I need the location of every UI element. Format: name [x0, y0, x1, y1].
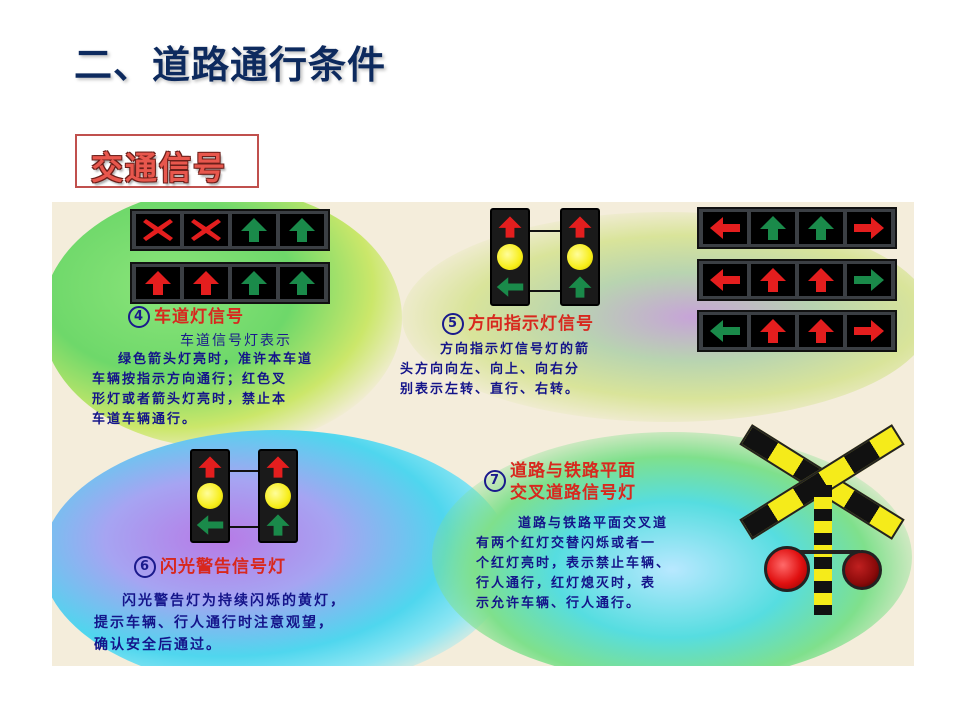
red-left-arrow-icon: [703, 212, 747, 244]
lane-number-badge: 4: [128, 306, 150, 328]
rail-body-line-5: 示允许车辆、行人通行。: [476, 596, 642, 611]
rail-body-text: 道路与铁路平面交叉道 有两个红灯交替闪烁或者一 个红灯亮时，表示禁止车辆、 行人…: [476, 514, 756, 614]
lane-body-line-3: 形灯或者箭头灯亮时，禁止本: [92, 392, 288, 407]
lane-heading-text: 车道灯信号: [154, 307, 244, 327]
rail-body-line-3: 个红灯亮时，表示禁止车辆、: [476, 556, 672, 571]
red-right-arrow-icon: [847, 315, 891, 347]
yellow-light-icon: [262, 482, 294, 509]
connector: [230, 470, 258, 472]
direction-body-line-3: 别表示左转、直行、右转。: [400, 382, 581, 397]
lane-signal-bar-1: [130, 209, 330, 251]
rail-body-line-2: 有两个红灯交替闪烁或者一: [476, 536, 657, 551]
green-up-arrow-icon: [564, 274, 596, 300]
green-left-arrow-icon: [703, 315, 747, 347]
green-up-arrow-icon: [280, 267, 324, 299]
direction-signal-bar-3: [697, 310, 897, 352]
lane-signal-bar-2: [130, 262, 330, 304]
green-up-arrow-icon: [751, 212, 795, 244]
direction-signal-bar-1: [697, 207, 897, 249]
rail-number-badge: 7: [484, 470, 506, 492]
red-up-arrow-icon: [751, 264, 795, 296]
red-cross-icon: [184, 214, 228, 246]
lane-body-line-2: 车辆按指示方向通行；红色叉: [92, 372, 288, 387]
red-cross-icon: [136, 214, 180, 246]
yellow-light-icon: [194, 482, 226, 509]
flash-body-line-3: 确认安全后通过。: [94, 637, 222, 653]
green-left-arrow-icon: [194, 512, 226, 538]
red-crossing-lamp-left: [764, 546, 810, 592]
direction-body-text: 方向指示灯信号灯的箭 头方向向左、向上、向右分 别表示左转、直行、右转。: [400, 340, 690, 400]
connector: [530, 230, 560, 232]
section-badge-label: 交通信号: [91, 149, 228, 187]
direction-number-badge: 5: [442, 313, 464, 335]
red-up-arrow-icon: [799, 315, 843, 347]
green-up-arrow-icon: [262, 512, 294, 538]
red-up-arrow-icon: [799, 264, 843, 296]
flash-number-badge: 6: [134, 556, 156, 578]
direction-heading-text: 方向指示灯信号: [468, 314, 594, 334]
lane-subtitle: 车道信号灯表示: [180, 333, 292, 349]
rail-body-line-1: 道路与铁路平面交叉道: [518, 516, 669, 531]
red-up-arrow-icon: [262, 454, 294, 480]
yellow-light-icon: [494, 244, 526, 270]
lane-body-line-4: 车道车辆通行。: [92, 412, 198, 427]
green-left-arrow-icon: [494, 274, 526, 300]
green-up-arrow-icon: [280, 214, 324, 246]
flash-body-line-2: 提示车辆、行人通行时注意观望，: [94, 615, 334, 631]
red-up-arrow-icon: [751, 315, 795, 347]
red-up-arrow-icon: [564, 214, 596, 240]
page-title: 二、道路通行条件: [74, 43, 387, 87]
direction-signal-bar-2: [697, 259, 897, 301]
flash-heading-text: 闪光警告信号灯: [160, 557, 286, 577]
direction-signal-right: [560, 208, 600, 306]
section-badge: 交通信号: [75, 134, 259, 188]
green-up-arrow-icon: [232, 267, 276, 299]
rail-body-line-4: 行人通行，红灯熄灭时，表: [476, 576, 657, 591]
connector: [230, 526, 258, 528]
direction-body-line-2: 头方向向左、向上、向右分: [400, 362, 581, 377]
green-up-arrow-icon: [799, 212, 843, 244]
direction-signal-left: [490, 208, 530, 306]
red-right-arrow-icon: [847, 212, 891, 244]
red-left-arrow-icon: [703, 264, 747, 296]
connector: [530, 290, 560, 292]
flash-signal-left: [190, 449, 230, 543]
red-up-arrow-icon: [194, 454, 226, 480]
green-right-arrow-icon: [847, 264, 891, 296]
lamp-bracket: [790, 550, 860, 554]
flash-signal-right: [258, 449, 298, 543]
red-up-arrow-icon: [184, 267, 228, 299]
rail-heading-line-1: 道路与铁路平面: [510, 461, 636, 481]
green-up-arrow-icon: [232, 214, 276, 246]
red-crossing-lamp-right: [842, 550, 882, 590]
lane-body-text: 绿色箭头灯亮时，准许本车道 车辆按指示方向通行；红色叉 形灯或者箭头灯亮时，禁止…: [92, 350, 392, 430]
red-up-arrow-icon: [136, 267, 180, 299]
flash-body-text: 闪光警告灯为持续闪烁的黄灯， 提示车辆、行人通行时注意观望， 确认安全后通过。: [94, 590, 474, 656]
red-up-arrow-icon: [494, 214, 526, 240]
flash-body-line-1: 闪光警告灯为持续闪烁的黄灯，: [122, 593, 346, 609]
yellow-light-icon: [564, 244, 596, 270]
lane-body-line-1: 绿色箭头灯亮时，准许本车道: [118, 352, 314, 367]
direction-body-line-1: 方向指示灯信号灯的箭: [440, 342, 591, 357]
rail-heading-line-2: 交叉道路信号灯: [510, 483, 636, 503]
